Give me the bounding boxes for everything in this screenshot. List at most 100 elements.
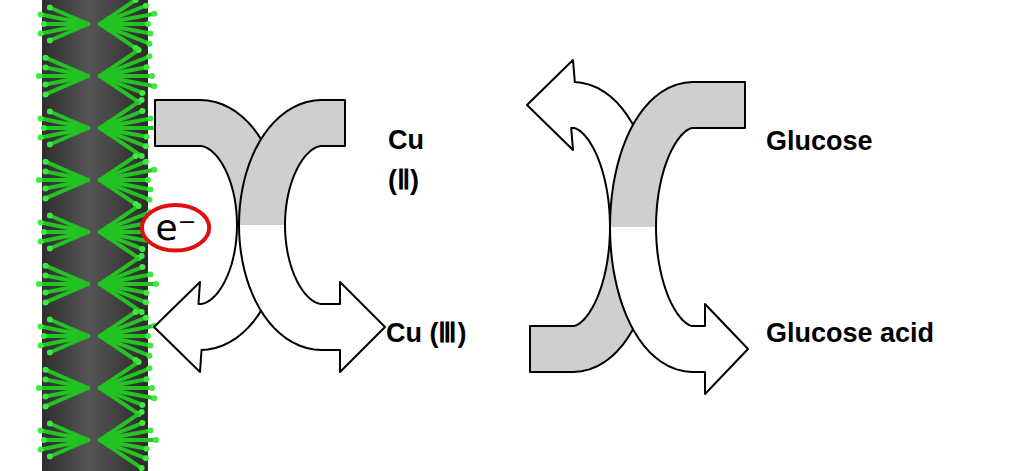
needle-cluster	[38, 0, 158, 51]
electron-ellipse: e⁻	[140, 203, 211, 253]
needle-tip	[144, 376, 150, 382]
needle	[50, 112, 88, 129]
needle-tip	[147, 342, 153, 348]
needle-tip	[41, 125, 47, 131]
needle-tip	[47, 142, 53, 148]
ellipse-shape	[142, 205, 209, 251]
needle-cluster	[38, 97, 159, 159]
needle-tip	[43, 403, 49, 409]
needle-tip	[42, 272, 48, 278]
needle	[41, 24, 88, 34]
needle-tip	[147, 428, 153, 434]
needle	[41, 440, 88, 450]
needle-tip	[42, 186, 48, 192]
needle-tip	[136, 47, 142, 53]
needle-tip	[139, 253, 145, 259]
needle-tip	[47, 213, 53, 219]
needle-tip	[47, 38, 53, 44]
needle-tip	[42, 168, 48, 174]
needle-tip	[146, 197, 152, 203]
needle-cluster	[36, 253, 159, 315]
needle-tip	[38, 427, 44, 433]
needle-tip	[153, 437, 159, 443]
needle	[100, 284, 142, 312]
needle-tip	[147, 186, 153, 192]
needle-tip	[47, 317, 53, 323]
needle-tip	[139, 264, 145, 270]
needle-tip	[139, 420, 145, 426]
needle	[41, 232, 88, 242]
needle	[46, 370, 88, 388]
needle-cluster	[38, 203, 158, 261]
needle-tip	[38, 11, 44, 17]
needle-tip	[43, 263, 49, 269]
species-label: Cu (Ⅲ)	[386, 313, 466, 353]
needle-tip	[139, 97, 145, 103]
needle	[46, 266, 88, 284]
needle-tip	[143, 455, 149, 461]
needle	[50, 320, 88, 337]
needle-cluster	[36, 153, 157, 207]
needle-tip	[43, 367, 49, 373]
needle-tip	[146, 353, 152, 359]
needle-tip	[41, 333, 47, 339]
needle-tip	[144, 290, 150, 296]
needle-tip	[151, 83, 157, 89]
needle-tip	[139, 90, 145, 96]
needle	[100, 388, 139, 414]
needle-tip	[139, 309, 145, 315]
needle-tip	[145, 177, 151, 183]
needle-tip	[139, 108, 145, 114]
needle-tip	[151, 167, 157, 173]
needle	[46, 58, 88, 76]
needle-tip	[36, 385, 42, 391]
needle-tip	[38, 343, 44, 349]
needle-tip	[47, 109, 53, 115]
needle-tip	[149, 73, 155, 79]
needle-tip	[36, 281, 42, 287]
needle-tip	[42, 376, 48, 382]
needle	[100, 180, 136, 204]
needle	[100, 232, 139, 258]
needle-tip	[147, 30, 153, 36]
needle	[100, 368, 149, 388]
needle-tip	[41, 21, 47, 27]
needle-tip	[143, 143, 149, 149]
needle-tip	[153, 281, 159, 287]
arrow-outline	[239, 100, 385, 372]
needle-cluster	[38, 309, 158, 363]
needle-tip	[147, 272, 153, 278]
needle-tip	[43, 195, 49, 201]
needle	[50, 8, 88, 25]
needle-tip	[144, 446, 150, 452]
needle-tip	[38, 447, 44, 453]
needle	[100, 24, 136, 48]
needle-tip	[146, 53, 152, 59]
arrow-outline	[610, 82, 748, 394]
needle-tip	[146, 365, 152, 371]
needle-tip	[133, 0, 139, 3]
needle-tip	[43, 159, 49, 165]
needle-tip	[38, 239, 44, 245]
needle-cluster	[38, 409, 159, 471]
needle	[50, 216, 88, 233]
needle	[50, 424, 88, 441]
needle-tip	[136, 203, 142, 209]
needle-tip	[151, 11, 157, 17]
needle-tip	[145, 21, 151, 27]
needle-tip	[43, 55, 49, 61]
needle	[46, 388, 88, 406]
arrow-tail	[610, 82, 745, 227]
needle-tip	[42, 290, 48, 296]
needle	[100, 128, 142, 156]
needle-tip	[41, 229, 47, 235]
needle-tip	[139, 465, 145, 471]
needle	[46, 162, 88, 180]
needle-tip	[41, 437, 47, 443]
needle-tip	[139, 153, 145, 159]
curved-arrow	[239, 100, 385, 372]
needle-tip	[38, 115, 44, 121]
needle-tip	[133, 153, 139, 159]
needle-tip	[43, 91, 49, 97]
needle-tip	[36, 177, 42, 183]
